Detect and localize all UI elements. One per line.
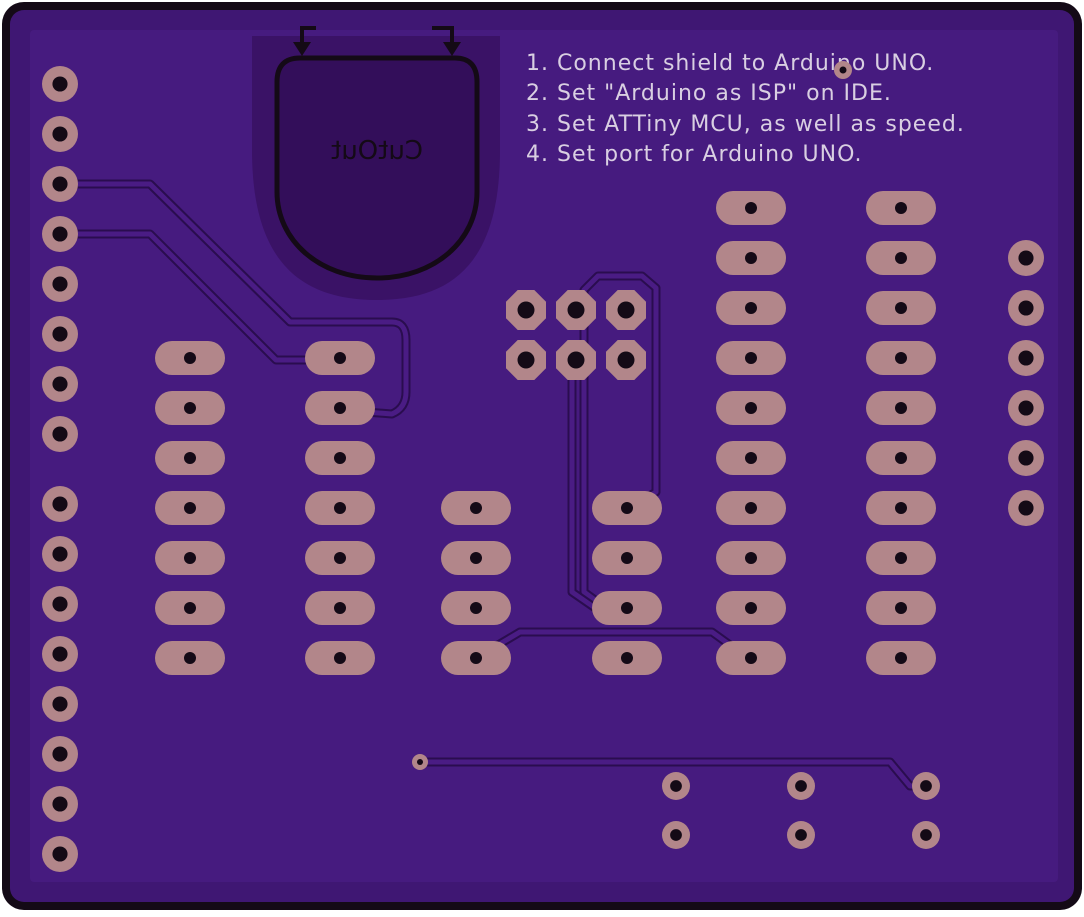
trace-6 bbox=[569, 357, 601, 613]
dip-right-b-pin-10-drill bbox=[895, 652, 907, 664]
dip-right-a-pin-1-drill bbox=[745, 202, 757, 214]
dip-left-a-pin-2-drill bbox=[184, 402, 196, 414]
left-header-pin-7-drill bbox=[52, 376, 68, 392]
cutout-label: CutOut bbox=[331, 136, 423, 166]
via-1-drill bbox=[417, 759, 423, 765]
dip-right-a-pin-7-drill bbox=[745, 502, 757, 514]
small-pad-2-drill bbox=[795, 780, 807, 792]
dip-mid-a-pin-3-drill bbox=[470, 602, 482, 614]
small-pad-6-drill bbox=[920, 829, 932, 841]
dip-right-a-pin-3-drill bbox=[745, 302, 757, 314]
small-pad-4-drill bbox=[670, 829, 682, 841]
left-header-pin-10-drill bbox=[52, 546, 68, 562]
icsp-pin-4-drill bbox=[517, 351, 535, 369]
small-pad-3-drill bbox=[920, 780, 932, 792]
dip-left-b-pin-7-drill bbox=[334, 652, 346, 664]
icsp-pin-2-drill bbox=[567, 301, 585, 319]
dip-left-b-pin-1-drill bbox=[334, 352, 346, 364]
dip-mid-b-pin-2-drill bbox=[621, 552, 633, 564]
cutout-outline bbox=[274, 55, 480, 281]
dip-right-b-pin-8-drill bbox=[895, 552, 907, 564]
dip-mid-a-pin-1-drill bbox=[470, 502, 482, 514]
dip-left-a-pin-3-drill bbox=[184, 452, 196, 464]
dip-mid-b-pin-3-drill bbox=[621, 602, 633, 614]
dip-right-a-pin-4-drill bbox=[745, 352, 757, 364]
dip-mid-a-pin-4-drill bbox=[470, 652, 482, 664]
dip-mid-a-pin-2-drill bbox=[470, 552, 482, 564]
dip-right-a-pin-6-drill bbox=[745, 452, 757, 464]
instructions-block: 1. Connect shield to Arduino UNO. 2. Set… bbox=[526, 51, 965, 167]
left-header-pin-5-drill bbox=[52, 276, 68, 292]
cutout-arrowhead-left-icon bbox=[293, 42, 311, 56]
fiducial-drill bbox=[839, 66, 847, 74]
left-header-pin-9-drill bbox=[52, 496, 68, 512]
right-header-pin-4-drill bbox=[1018, 400, 1034, 416]
left-header-pin-2-drill bbox=[52, 126, 68, 142]
left-header-pin-12-drill bbox=[52, 646, 68, 662]
icsp-pin-1-drill bbox=[517, 301, 535, 319]
dip-mid-b-pin-4-drill bbox=[621, 652, 633, 664]
dip-right-a-pin-10-drill bbox=[745, 652, 757, 664]
trace-1 bbox=[57, 181, 409, 417]
dip-right-a-pin-5-drill bbox=[745, 402, 757, 414]
dip-left-b-pin-2-drill bbox=[334, 402, 346, 414]
left-header-pin-6-drill bbox=[52, 326, 68, 342]
right-header-pin-1-drill bbox=[1018, 250, 1034, 266]
left-header-pin-4-drill bbox=[52, 226, 68, 242]
instruction-line-3: 3. Set ATTiny MCU, as well as speed. bbox=[526, 112, 965, 137]
left-header-pin-14-drill bbox=[52, 746, 68, 762]
dip-right-b-pin-5-drill bbox=[895, 402, 907, 414]
dip-right-a-pin-9-drill bbox=[745, 602, 757, 614]
left-header-pin-8-drill bbox=[52, 426, 68, 442]
dip-left-a-pin-4-drill bbox=[184, 502, 196, 514]
dip-right-b-pin-4-drill bbox=[895, 352, 907, 364]
dip-mid-b-pin-1-drill bbox=[621, 502, 633, 514]
dip-left-a-pin-1-drill bbox=[184, 352, 196, 364]
dip-left-a-pin-5-drill bbox=[184, 552, 196, 564]
dip-right-a-pin-2-drill bbox=[745, 252, 757, 264]
pads-layer bbox=[42, 66, 1044, 872]
left-header-pin-1-drill bbox=[52, 76, 68, 92]
left-header-pin-15-drill bbox=[52, 796, 68, 812]
dip-left-b-pin-4-drill bbox=[334, 502, 346, 514]
dip-right-b-pin-1-drill bbox=[895, 202, 907, 214]
trace-5 bbox=[581, 273, 659, 611]
dip-left-b-pin-5-drill bbox=[334, 552, 346, 564]
instruction-line-2: 2. Set "Arduino as ISP" on IDE. bbox=[526, 81, 892, 106]
right-header-pin-6-drill bbox=[1018, 500, 1034, 516]
instruction-line-4: 4. Set port for Arduino UNO. bbox=[526, 142, 863, 167]
instruction-line-1: 1. Connect shield to Arduino UNO. bbox=[526, 51, 934, 76]
fiducial-via bbox=[834, 61, 852, 79]
right-header-pin-3-drill bbox=[1018, 350, 1034, 366]
right-header-pin-5-drill bbox=[1018, 450, 1034, 466]
icsp-pin-6-drill bbox=[617, 351, 635, 369]
icsp-pin-5-drill bbox=[567, 351, 585, 369]
dip-right-b-pin-6-drill bbox=[895, 452, 907, 464]
icsp-pin-3-drill bbox=[617, 301, 635, 319]
left-header-pin-13-drill bbox=[52, 696, 68, 712]
small-pad-5-drill bbox=[795, 829, 807, 841]
cutout-region: CutOut bbox=[252, 26, 500, 300]
dip-right-b-pin-2-drill bbox=[895, 252, 907, 264]
dip-left-b-pin-6-drill bbox=[334, 602, 346, 614]
cutout-arrowhead-right-icon bbox=[443, 42, 461, 56]
small-pad-1-drill bbox=[670, 780, 682, 792]
dip-left-b-pin-3-drill bbox=[334, 452, 346, 464]
dip-right-a-pin-8-drill bbox=[745, 552, 757, 564]
dip-left-a-pin-7-drill bbox=[184, 652, 196, 664]
dip-right-b-pin-9-drill bbox=[895, 602, 907, 614]
dip-right-b-pin-3-drill bbox=[895, 302, 907, 314]
dip-left-a-pin-6-drill bbox=[184, 602, 196, 614]
left-header-pin-11-drill bbox=[52, 596, 68, 612]
right-header-pin-2-drill bbox=[1018, 300, 1034, 316]
left-header-pin-3-drill bbox=[52, 176, 68, 192]
left-header-pin-16-drill bbox=[52, 846, 68, 862]
dip-right-b-pin-7-drill bbox=[895, 502, 907, 514]
